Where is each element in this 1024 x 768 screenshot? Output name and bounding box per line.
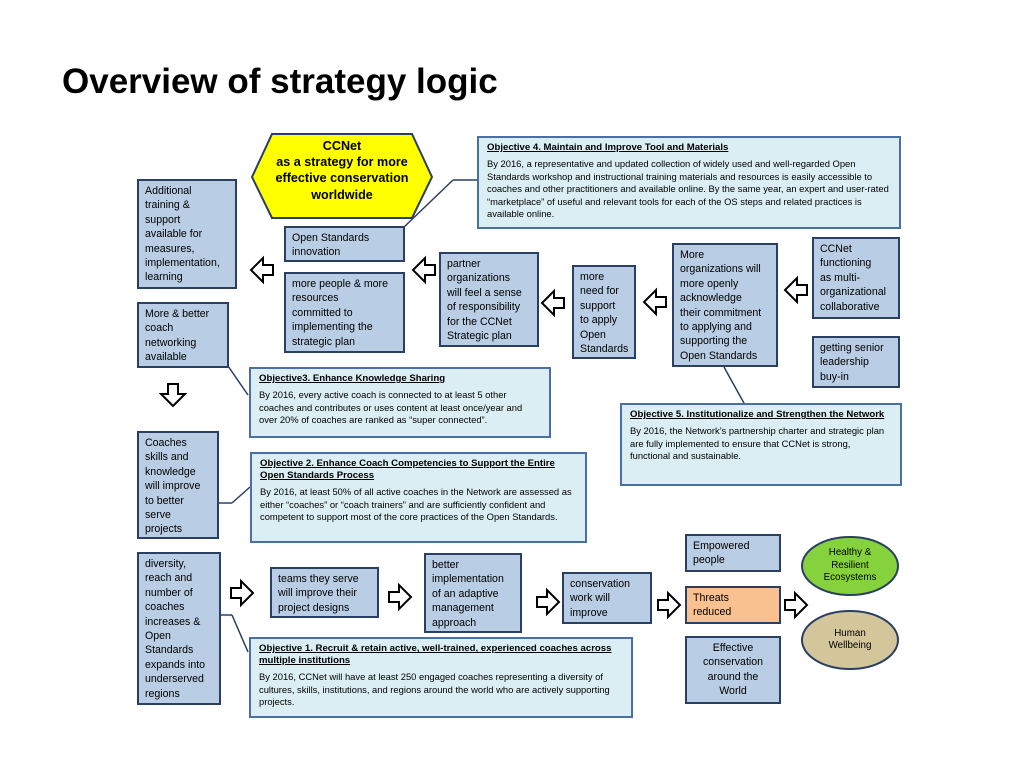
box-ccnet-functioning: CCNet functioning as multi- organization… — [812, 237, 900, 319]
objective-5: Objective 5. Institutionalize and Streng… — [620, 403, 902, 486]
hollow-arrow-down-icon — [160, 383, 186, 407]
box-threats-reduced: Threats reduced — [685, 586, 781, 624]
hollow-arrow-left-icon — [250, 257, 274, 283]
objective-5-body: By 2016, the Network’s partnership chart… — [630, 425, 885, 462]
connector-obj2-b — [231, 486, 251, 504]
ccnet-hexagon — [250, 133, 434, 219]
objective-2: Objective 2. Enhance Coach Competencies … — [250, 452, 587, 543]
healthy-ecosystems-ellipse — [801, 536, 899, 596]
box-better-implementation: better implementation of an adaptive man… — [424, 553, 522, 633]
healthy-ecosystems-label: Healthy & Resilient Ecosystems — [823, 547, 877, 584]
box-coaches-skills: Coaches skills and knowledge will improv… — [137, 431, 219, 539]
objective-1-body: By 2016, CCNet will have at least 250 en… — [259, 671, 610, 708]
hollow-arrow-right-icon — [536, 589, 560, 615]
objective-4-body: By 2016, a representative and updated co… — [487, 158, 889, 220]
objective-4: Objective 4. Maintain and Improve Tool a… — [477, 136, 901, 229]
box-more-orgs: More organizations will more openly ackn… — [672, 243, 778, 367]
objective-4-heading: Objective 4. Maintain and Improve Tool a… — [487, 142, 729, 153]
hollow-arrow-left-icon — [643, 289, 667, 315]
hollow-arrow-right-icon — [230, 580, 254, 606]
box-coach-networking: More & better coach networking available — [137, 302, 229, 368]
human-wellbeing-ellipse — [801, 610, 899, 670]
box-more-need: more need for support to apply Open Stan… — [572, 265, 636, 359]
box-teams-improve: teams they serve will improve their proj… — [270, 567, 379, 618]
objective-2-body: By 2016, at least 50% of all active coac… — [260, 486, 572, 523]
box-additional-training: Additional training & support available … — [137, 179, 237, 289]
objective-3-body: By 2016, every active coach is connected… — [259, 389, 523, 426]
objective-1: Objective 1. Recruit & retain active, we… — [249, 637, 633, 718]
hollow-arrow-right-icon — [388, 584, 412, 610]
objective-2-heading: Objective 2. Enhance Coach Competencies … — [260, 458, 555, 481]
page-title: Overview of strategy logic — [62, 62, 498, 101]
connector-obj5 — [723, 366, 746, 406]
objective-5-heading: Objective 5. Institutionalize and Streng… — [630, 409, 885, 420]
hollow-arrow-left-icon — [412, 257, 436, 283]
connector-obj4 — [402, 179, 454, 229]
box-senior-leadership: getting senior leadership buy-in — [812, 336, 900, 388]
hollow-arrow-left-icon — [784, 277, 808, 303]
objective-1-heading: Objective 1. Recruit & retain active, we… — [259, 643, 612, 666]
box-effective-conservation: Effective conservation around the World — [685, 636, 781, 704]
box-os-innovation: Open Standards innovation — [284, 226, 405, 262]
connector-obj1-b — [231, 614, 249, 653]
hollow-arrow-right-icon — [657, 592, 681, 618]
objective-3: Objective3. Enhance Knowledge Sharing By… — [249, 367, 551, 438]
box-more-people: more people & more resources committed t… — [284, 272, 405, 353]
connector-lines — [218, 179, 746, 653]
box-empowered-people: Empowered people — [685, 534, 781, 572]
box-diversity: diversity, reach and number of coaches i… — [137, 552, 221, 705]
human-wellbeing-label: Human Wellbeing — [828, 627, 872, 651]
hollow-arrow-right-icon — [784, 592, 808, 618]
box-partner-orgs: partner organizations will feel a sense … — [439, 252, 539, 347]
objective-3-heading: Objective3. Enhance Knowledge Sharing — [259, 373, 446, 384]
box-conservation-work: conservation work will improve — [562, 572, 652, 624]
connector-obj3 — [227, 365, 249, 396]
hollow-arrow-left-icon — [541, 290, 565, 316]
ccnet-hexagon-label: CCNet as a strategy for more effective c… — [275, 139, 409, 202]
